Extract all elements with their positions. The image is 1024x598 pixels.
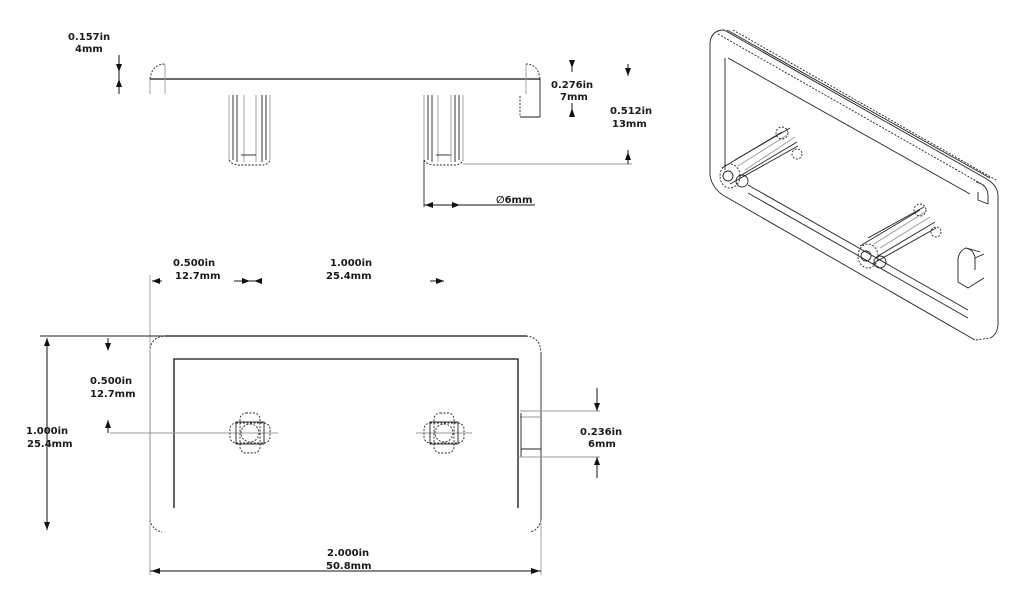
isometric-view bbox=[709, 29, 999, 341]
dim-tab-height-in: 0.276in bbox=[551, 80, 593, 91]
dim-pin-spacing-in: 1.000in bbox=[330, 258, 372, 269]
dim-pin-diameter: ∅6mm bbox=[496, 195, 532, 206]
dim-pin-offset-x-in: 0.500in bbox=[173, 258, 215, 269]
dim-pin-spacing-mm: 25.4mm bbox=[326, 271, 372, 282]
dim-width-in: 2.000in bbox=[327, 548, 369, 559]
dim-lip-thickness-mm: 4mm bbox=[75, 44, 103, 55]
pin-side-right bbox=[423, 95, 464, 166]
dim-tab-width-mm: 6mm bbox=[588, 439, 616, 450]
dim-pin-offset-x-mm: 12.7mm bbox=[175, 271, 221, 282]
pin-front-left bbox=[110, 412, 278, 454]
dim-tab-width-in: 0.236in bbox=[580, 427, 622, 438]
dim-height-in: 1.000in bbox=[26, 426, 68, 437]
dim-height-mm: 25.4mm bbox=[27, 439, 73, 450]
pin-side-left bbox=[228, 95, 271, 166]
tab-iso bbox=[957, 247, 985, 289]
dim-depth-in: 0.512in bbox=[610, 106, 652, 117]
dim-width-mm: 50.8mm bbox=[326, 561, 372, 572]
pin-front-right bbox=[416, 412, 472, 454]
pin-iso-left bbox=[719, 126, 803, 189]
dim-lip-thickness-in: 0.157in bbox=[68, 32, 110, 43]
side-view: 0.157in 4mm 0.276in 7mm 0.512in 13mm ∅6m… bbox=[68, 32, 652, 208]
dim-tab-height-mm: 7mm bbox=[560, 92, 588, 103]
dim-pin-offset-y-mm: 12.7mm bbox=[90, 389, 136, 400]
dim-pin-offset-y-in: 0.500in bbox=[90, 376, 132, 387]
front-view: 0.500in 12.7mm 1.000in 25.4mm 1.000in 25… bbox=[26, 258, 622, 575]
dim-depth-mm: 13mm bbox=[612, 119, 647, 130]
pin-iso-right bbox=[857, 203, 942, 269]
